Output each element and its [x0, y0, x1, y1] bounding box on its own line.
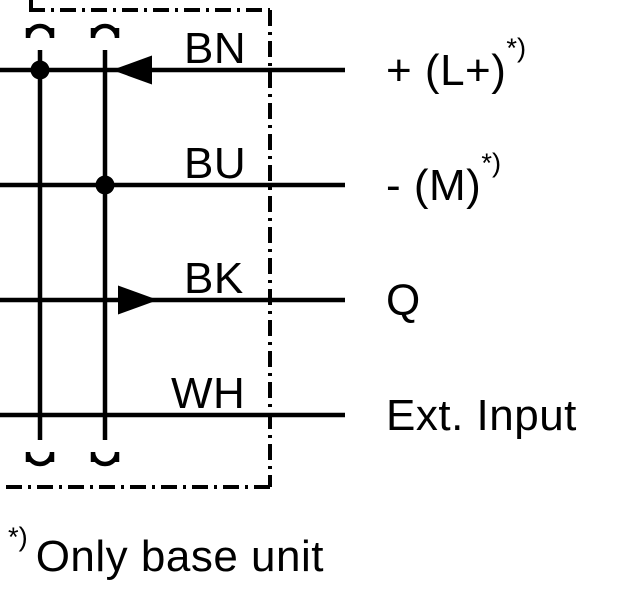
footnote-marker: *)	[481, 147, 502, 179]
footnote-text: Only base unit	[35, 532, 324, 581]
wire-label-wh: WH	[171, 369, 246, 418]
wire-label-bu: BU	[184, 139, 247, 188]
footnote-marker: *)	[8, 520, 28, 552]
footnote-marker: *)	[506, 32, 527, 64]
junction-dot-bu-icon	[95, 175, 115, 195]
terminal-label-supply-minus: - (M)*)	[386, 149, 501, 210]
terminal-text: Q	[386, 276, 421, 325]
arrow-right-icon	[118, 285, 158, 315]
device-boundary-dashdot-border	[0, 0, 272, 489]
connector-cup-bottom-1-icon	[25, 451, 55, 467]
connector-cup-bottom-2-icon	[90, 451, 120, 467]
terminal-label-output-q: Q	[386, 279, 421, 323]
wire-label-bk: BK	[184, 254, 244, 303]
connector-cup-top-2-icon	[90, 23, 120, 39]
terminal-label-supply-plus: + (L+)*)	[386, 34, 526, 95]
junction-dot-bn-icon	[30, 60, 50, 80]
footnote: *)Only base unit	[8, 523, 324, 581]
terminal-text: + (L+)	[386, 46, 507, 95]
connector-cup-top-1-icon	[25, 23, 55, 39]
wire-label-bn: BN	[184, 24, 247, 73]
terminal-label-ext-input: Ext. Input	[386, 394, 577, 438]
terminal-text: Ext. Input	[386, 391, 577, 440]
arrow-left-icon	[112, 55, 152, 85]
terminal-text: - (M)	[386, 161, 482, 210]
wires	[0, 23, 345, 467]
wire-markers	[30, 55, 158, 315]
